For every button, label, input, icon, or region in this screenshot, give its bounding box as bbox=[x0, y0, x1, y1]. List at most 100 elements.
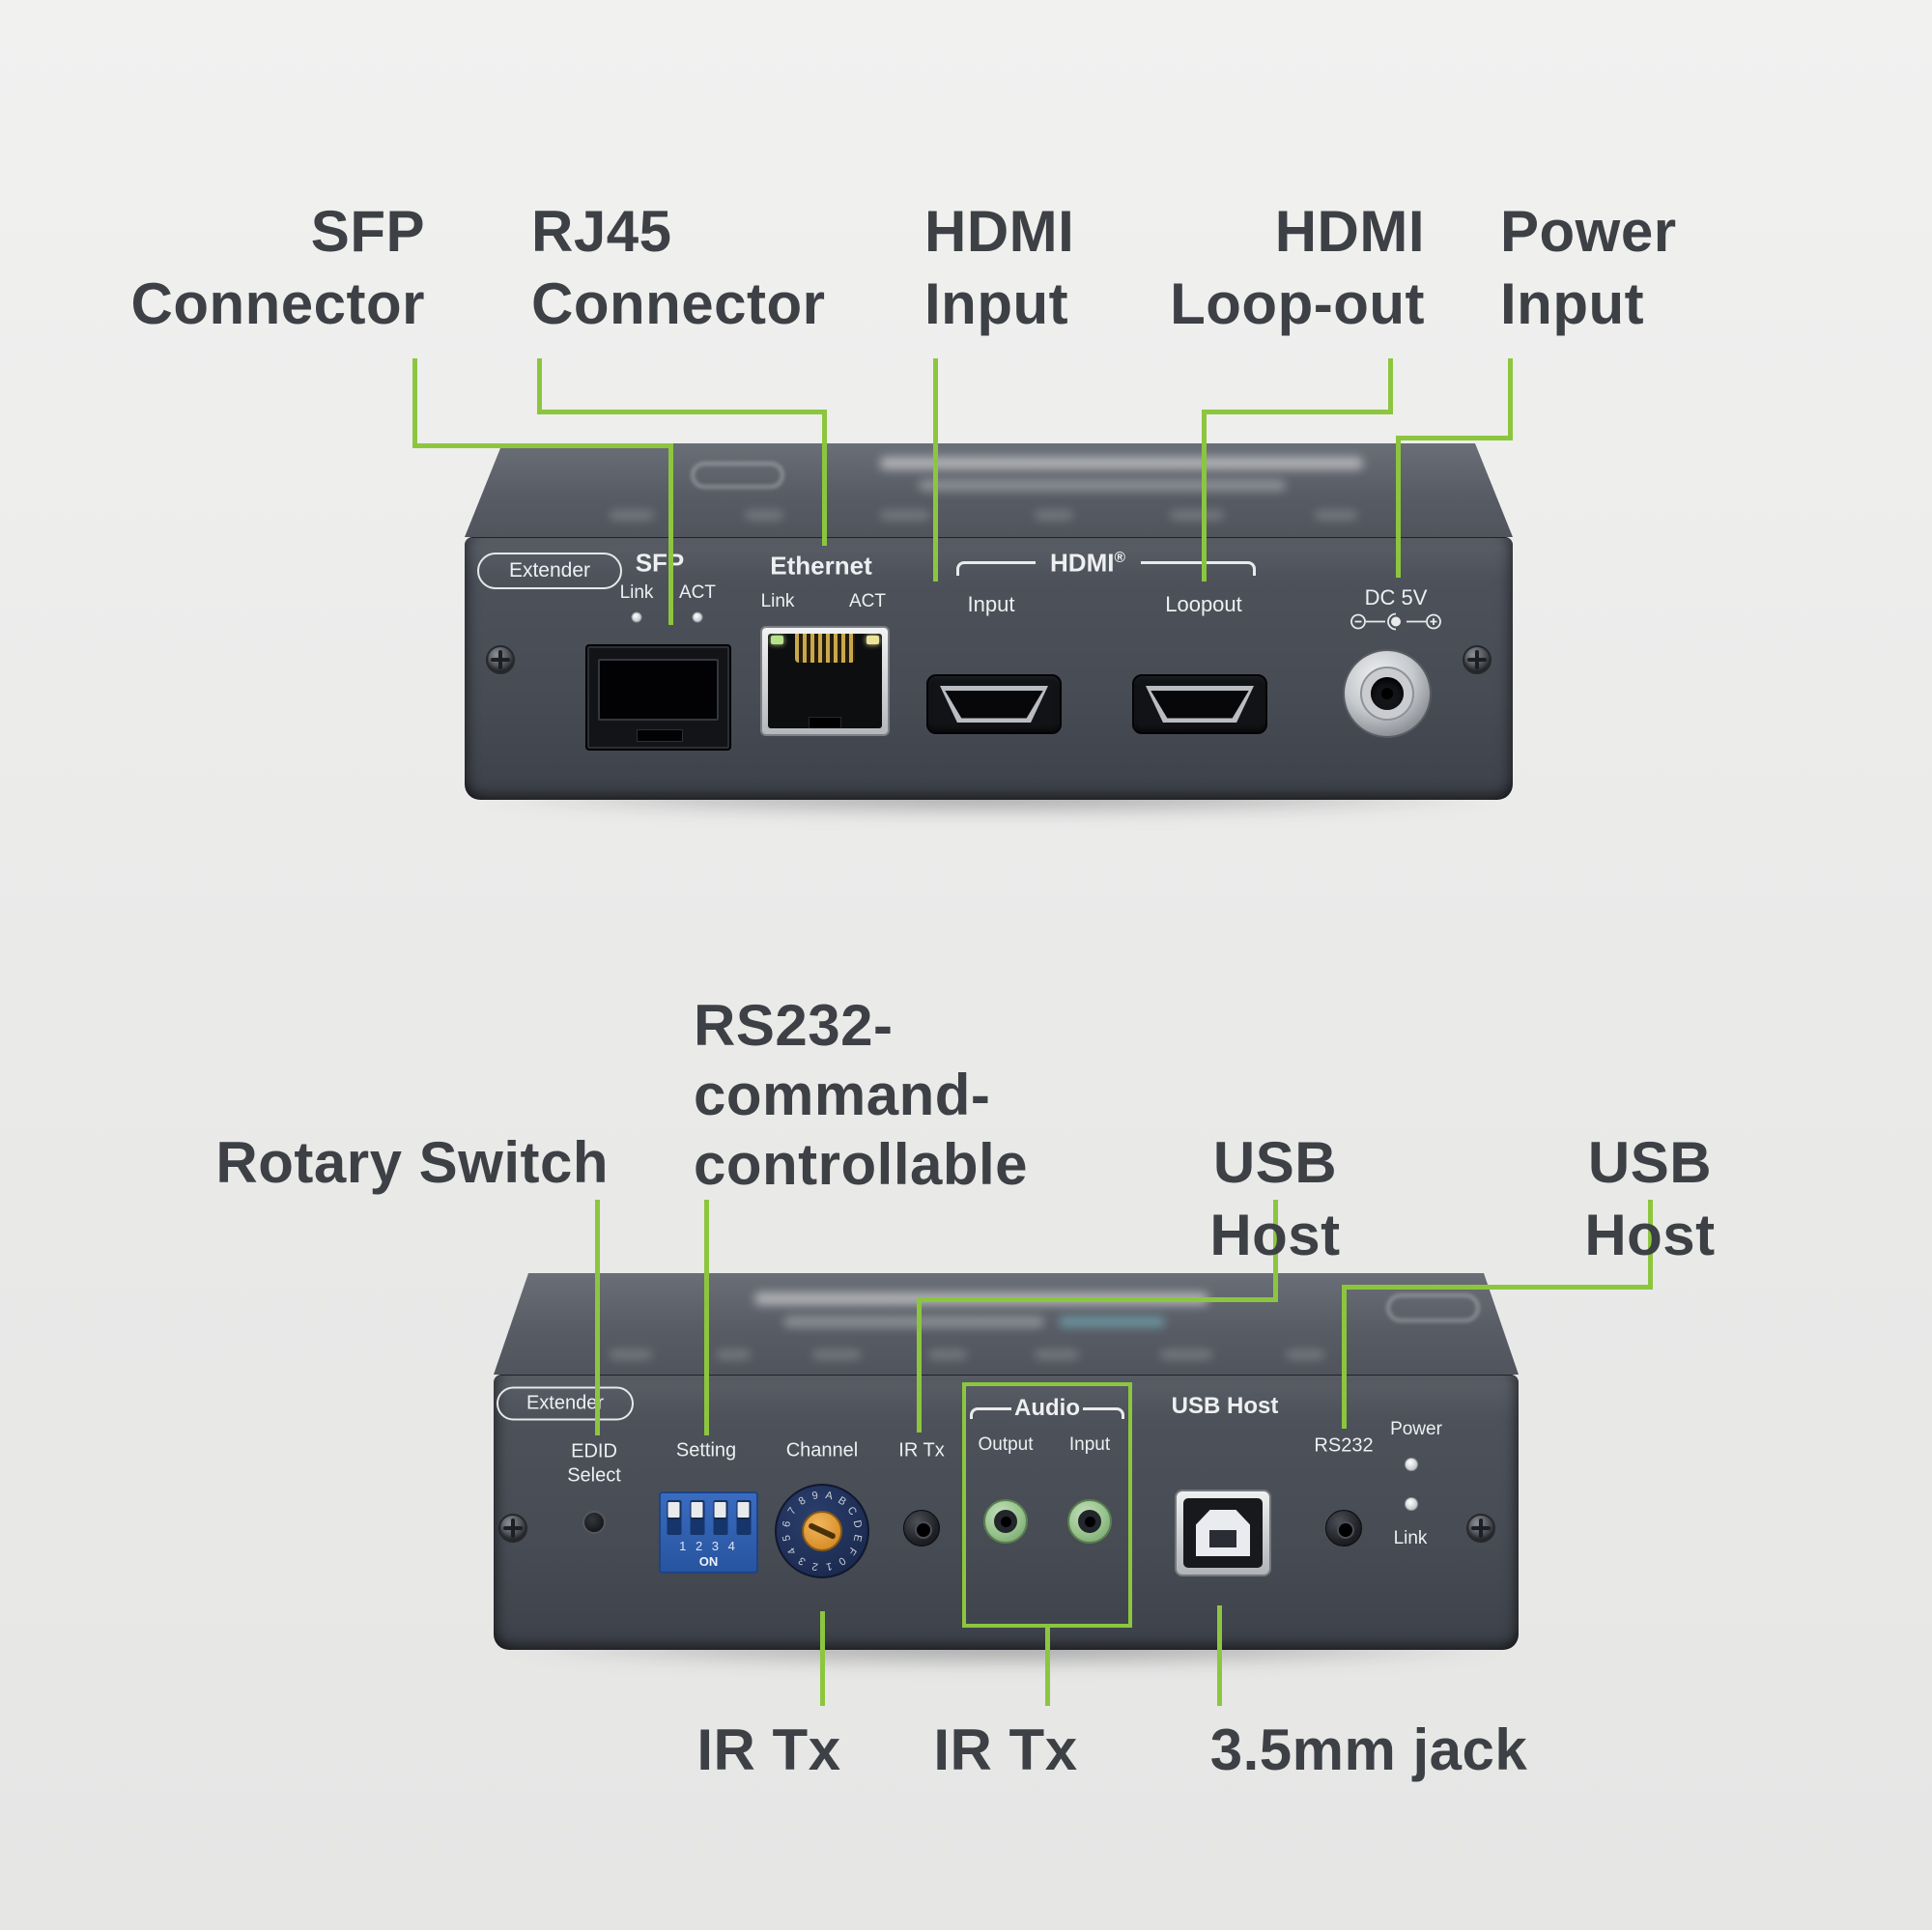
hdmi-bracket-right bbox=[1141, 561, 1256, 576]
callout-connector-line bbox=[1508, 358, 1513, 440]
printed-text-blur bbox=[692, 463, 783, 488]
callout-line: controllable bbox=[694, 1132, 1029, 1197]
callout-connector-line bbox=[668, 443, 673, 625]
callout-connector-line bbox=[917, 1297, 922, 1433]
edid-select-button bbox=[582, 1511, 606, 1534]
callout-line: RJ45 bbox=[531, 199, 672, 264]
setting-label: Setting bbox=[675, 1439, 737, 1462]
callout-line: Loop-out bbox=[1170, 271, 1425, 336]
audio-highlight-box bbox=[962, 1382, 1132, 1628]
callout-connector-line bbox=[1648, 1200, 1653, 1290]
audio-label: Audio bbox=[1014, 1395, 1080, 1421]
printed-text-blur bbox=[783, 1317, 1044, 1327]
audio-input-jack bbox=[1067, 1499, 1112, 1544]
audio-output-label: Output bbox=[978, 1434, 1034, 1455]
printed-text-blur bbox=[610, 511, 654, 520]
callout-line: RS232- bbox=[694, 993, 894, 1058]
audio-bracket-left bbox=[970, 1407, 1011, 1419]
callout-line: HDMI bbox=[1274, 199, 1425, 264]
printed-text-blur bbox=[919, 480, 1286, 491]
callout-rotary-switch: Rotary Switch bbox=[215, 1130, 609, 1195]
printed-text-blur bbox=[716, 1350, 751, 1359]
dip-slot bbox=[713, 1500, 727, 1535]
ir-tx-label: IR Tx bbox=[898, 1439, 945, 1462]
sfp-act-label: ACT bbox=[679, 582, 716, 603]
callout-connector-line bbox=[820, 1611, 825, 1706]
hdmi-opening bbox=[945, 690, 1043, 719]
sfp-label: SFP bbox=[635, 548, 685, 578]
printed-text-blur bbox=[1059, 1317, 1165, 1327]
usb-port-opening bbox=[1183, 1498, 1263, 1568]
hdmi-loopout-port bbox=[1132, 674, 1267, 734]
hdmi-bracket-left bbox=[956, 561, 1036, 576]
callout-connector-line bbox=[822, 410, 827, 546]
usb-b-tongue bbox=[1196, 1510, 1250, 1556]
rj45-port bbox=[760, 626, 890, 736]
extender-rear-panel: Extender SFP Link ACT Ethernet Link ACT bbox=[465, 443, 1513, 814]
callout-connector-line bbox=[1045, 1628, 1050, 1706]
hdmi-input-port bbox=[926, 674, 1062, 734]
extender-badge: Extender bbox=[497, 1386, 634, 1421]
channel-label: Channel bbox=[785, 1439, 859, 1462]
callout-line: Connector bbox=[130, 271, 425, 336]
callout-line: Input bbox=[1500, 271, 1645, 336]
usb-host-port bbox=[1175, 1490, 1271, 1576]
dip-cap bbox=[668, 1502, 680, 1518]
callout-connector-line bbox=[1396, 436, 1513, 440]
callout-power-input: Power Input bbox=[1500, 195, 1677, 340]
callout-rj45-connector: RJ45 Connector bbox=[531, 195, 826, 340]
printed-text-blur bbox=[928, 1350, 967, 1359]
dip-slot bbox=[690, 1500, 704, 1535]
audio-input-label: Input bbox=[1068, 1434, 1111, 1455]
dip-slot bbox=[667, 1500, 681, 1535]
callout-line: SFP bbox=[310, 199, 425, 264]
printed-text-blur bbox=[1387, 1294, 1479, 1321]
callout-connector-line bbox=[1388, 358, 1393, 414]
callout-line: Power bbox=[1500, 199, 1677, 264]
rj45-latch-slot bbox=[809, 717, 841, 728]
callout-connector-line bbox=[1202, 410, 1207, 582]
sfp-act-led bbox=[692, 611, 703, 623]
extender-badge: Extender bbox=[477, 553, 622, 589]
callout-connector-line bbox=[1342, 1285, 1653, 1290]
callout-connector-line bbox=[537, 410, 827, 414]
device-front-face: Extender EDID Select Setting 1 2 3 4 ON … bbox=[494, 1375, 1519, 1650]
hdmi-loopout-label: Loopout bbox=[1165, 592, 1242, 616]
printed-text-blur bbox=[880, 457, 1363, 469]
power-led-label: Power bbox=[1390, 1419, 1442, 1439]
ethernet-label: Ethernet bbox=[770, 551, 872, 581]
dip-switch: 1 2 3 4 ON bbox=[659, 1491, 758, 1574]
callout-connector-line bbox=[595, 1200, 600, 1435]
ir-tx-jack bbox=[903, 1510, 940, 1547]
screw bbox=[1466, 1514, 1495, 1543]
power-led bbox=[1405, 1458, 1418, 1471]
callout-connector-line bbox=[933, 358, 938, 582]
hdmi-input-label: Input bbox=[967, 592, 1015, 616]
dip-cap bbox=[691, 1502, 703, 1518]
hdmi-label-text: HDMI bbox=[1050, 548, 1115, 578]
rj45-opening bbox=[768, 634, 882, 728]
dip-cap bbox=[737, 1502, 750, 1518]
polarity-icon bbox=[1348, 611, 1444, 638]
callout-sfp-connector: SFP Connector bbox=[131, 195, 426, 340]
device-top-face bbox=[494, 1273, 1519, 1375]
ethernet-act-label: ACT bbox=[849, 591, 886, 611]
callout-ir-tx-2: IR Tx bbox=[933, 1717, 1078, 1782]
printed-text-blur bbox=[880, 511, 930, 520]
edid-label-line1: EDID bbox=[571, 1440, 617, 1462]
usb-host-label: USB Host bbox=[1171, 1393, 1279, 1419]
callout-line: Connector bbox=[531, 271, 826, 336]
dip-on-label: ON bbox=[698, 1554, 719, 1569]
device-front-face: Extender SFP Link ACT Ethernet Link ACT bbox=[465, 537, 1513, 800]
callout-connector-line bbox=[412, 443, 673, 448]
printed-text-blur bbox=[745, 511, 783, 520]
screw bbox=[498, 1514, 527, 1543]
callout-hdmi-loopout: HDMI Loop-out bbox=[1170, 195, 1425, 340]
printed-text-blur bbox=[1035, 1350, 1079, 1359]
printed-text-blur bbox=[1170, 511, 1224, 520]
callout-ir-tx-1: IR Tx bbox=[696, 1717, 841, 1782]
hdmi-opening bbox=[1151, 690, 1249, 719]
printed-text-blur bbox=[1286, 1350, 1324, 1359]
audio-output-jack bbox=[983, 1499, 1028, 1544]
edid-label-line2: Select bbox=[567, 1464, 621, 1487]
